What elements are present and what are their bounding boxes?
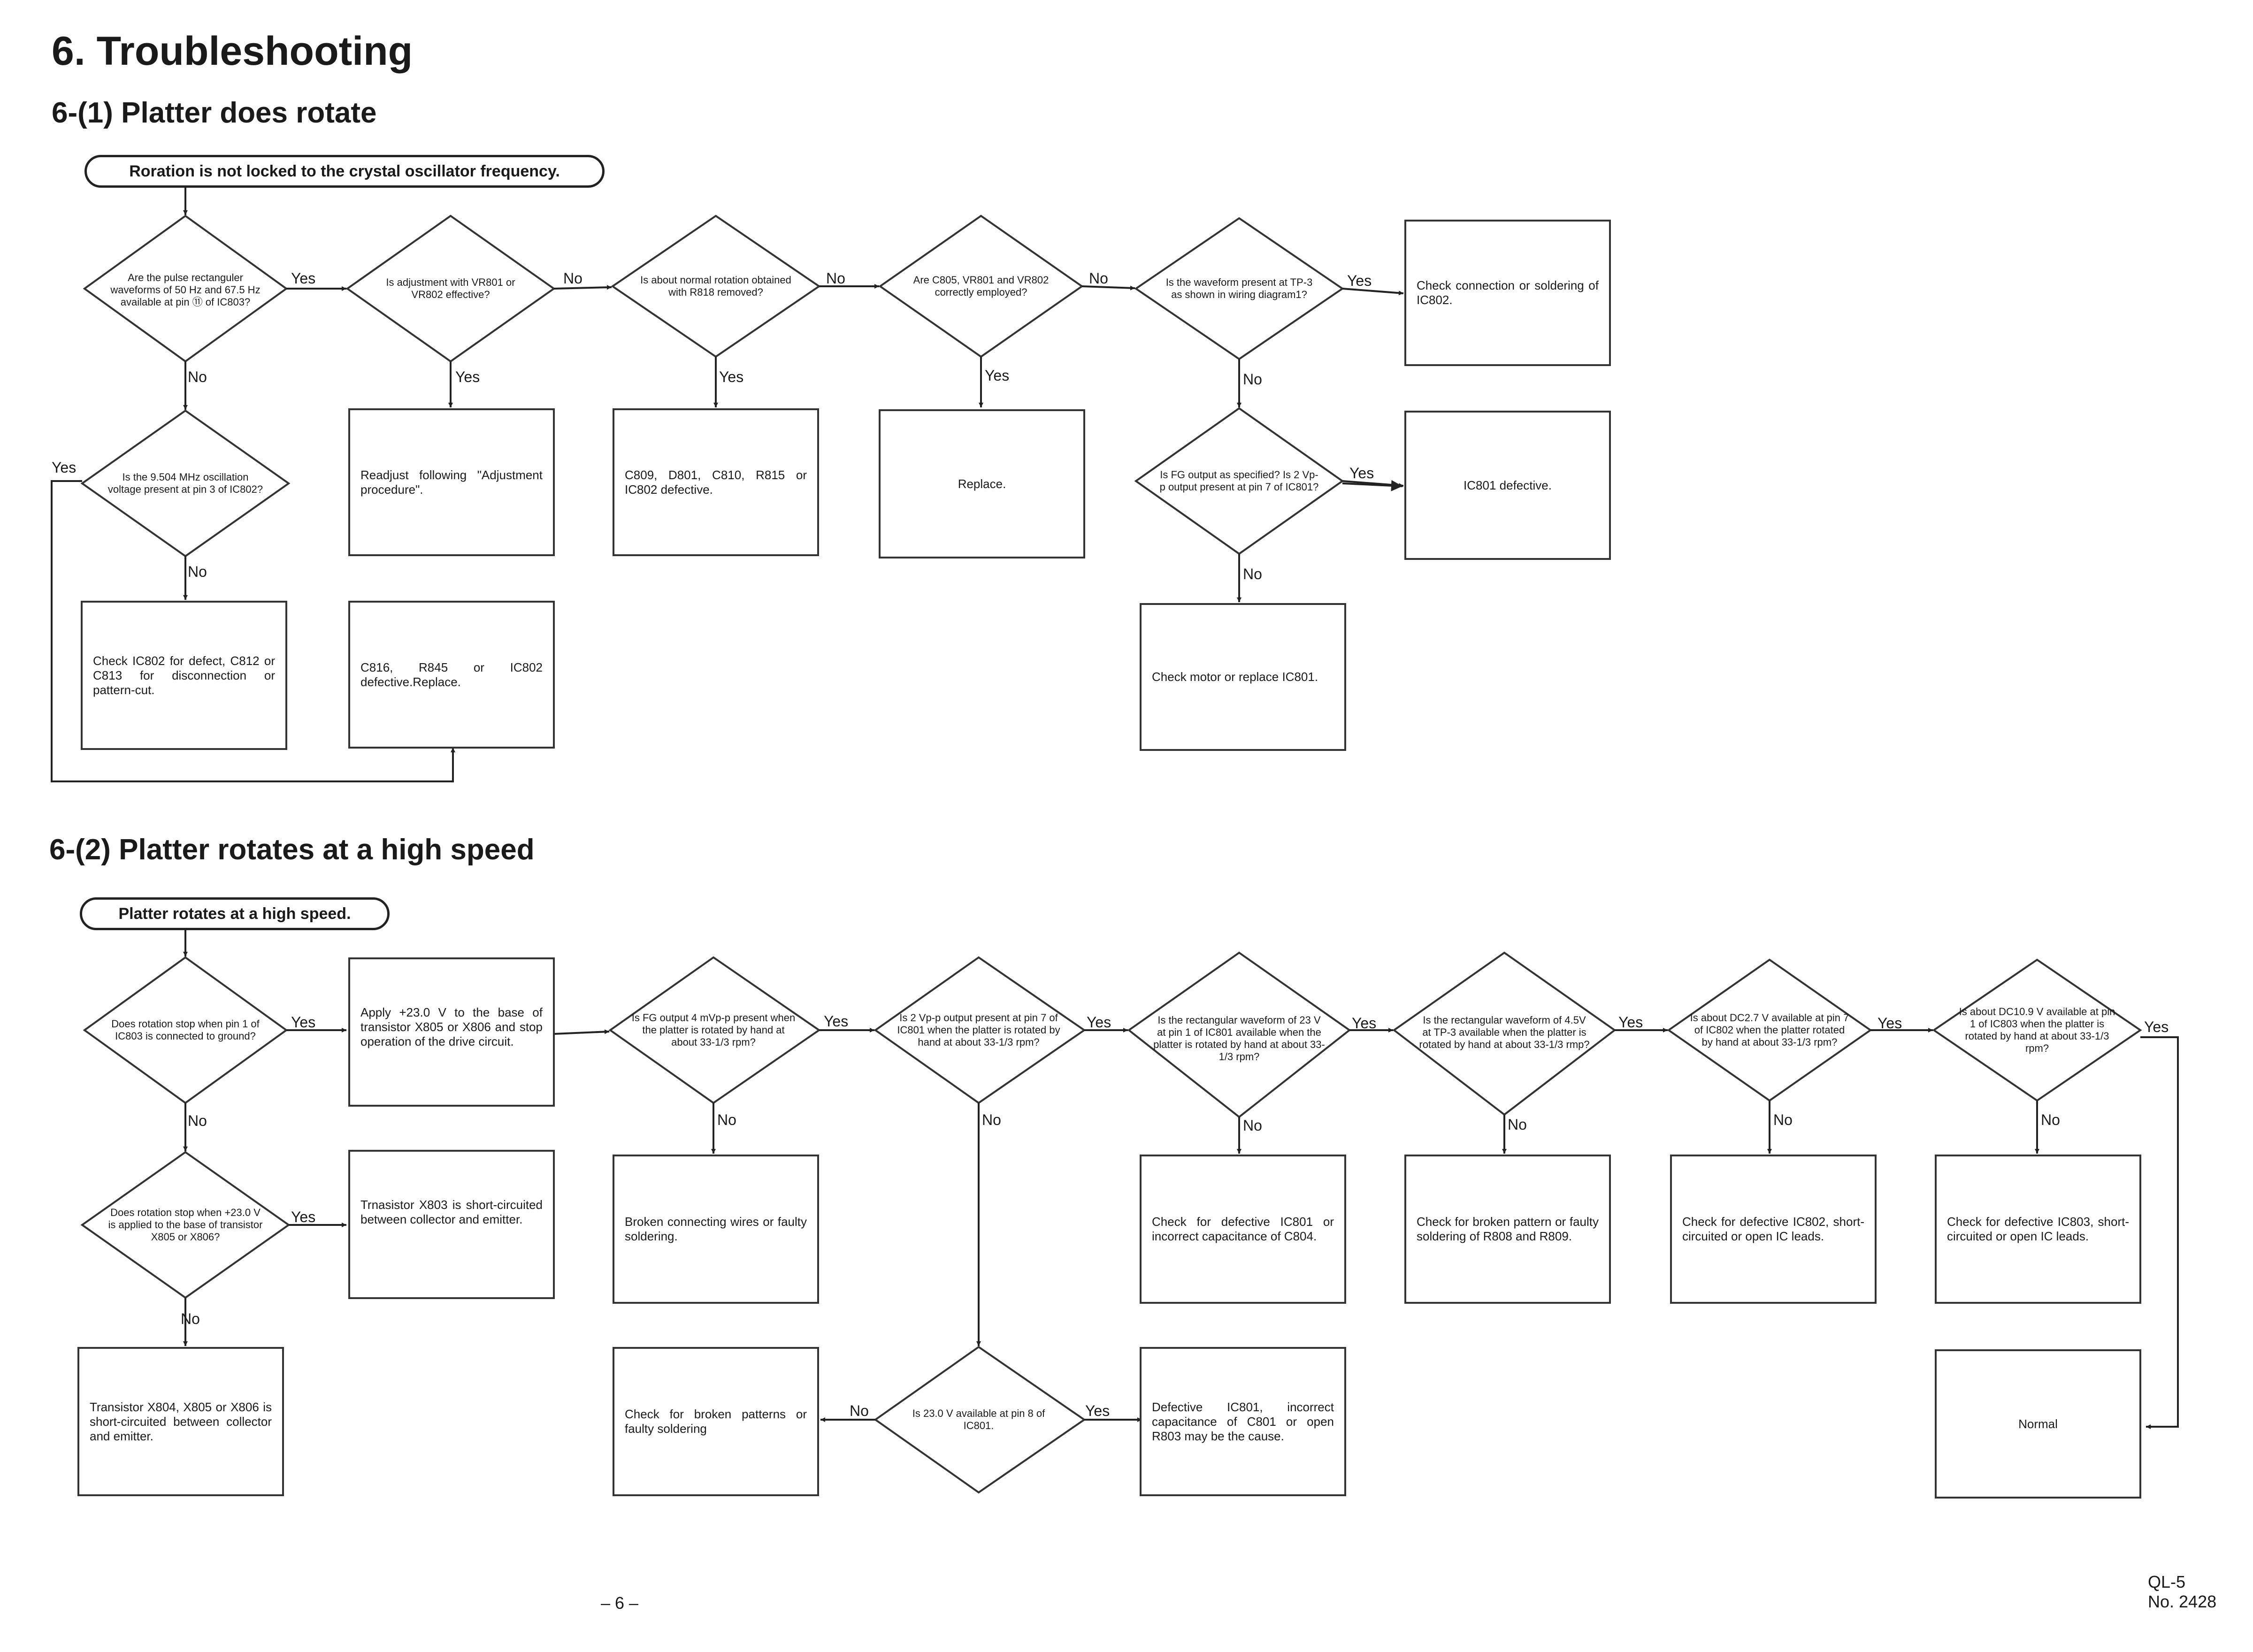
s2-box-x803-short: Trnasistor X803 is short-circuited betwe… xyxy=(348,1150,555,1299)
s2-label-yes-3: Yes xyxy=(1087,1014,1111,1031)
s2-decision-5-text: Is the rectangular waveform of 4.5V at T… xyxy=(1419,1014,1590,1050)
s2-label-yes-2: Yes xyxy=(824,1013,849,1030)
s2-box-check-ic801: Check for defective IC801 or incorrect c… xyxy=(1140,1155,1346,1304)
s2-decision-6-text: Is about DC2.7 V available at pin 7 of I… xyxy=(1690,1012,1849,1048)
s2-decision-8-text: Does rotation stop when +23.0 V is appli… xyxy=(108,1207,263,1243)
s2-label-no-4: No xyxy=(1243,1117,1262,1134)
s2-label-yes-6: Yes xyxy=(1878,1015,1902,1032)
s1-box-ic801-defective: IC801 defective. xyxy=(1404,411,1611,560)
s2-box-check-ic802: Check for defective IC802, short-circuit… xyxy=(1670,1155,1877,1304)
section-2-title: 6-(2) Platter rotates at a high speed xyxy=(49,834,535,866)
s2-label-no-2: No xyxy=(717,1111,736,1128)
model-name: QL-5 xyxy=(2148,1572,2186,1591)
s1-decision-5-text: Is the waveform present at TP-3 as shown… xyxy=(1165,276,1313,300)
s2-decision-3-text: Is 2 Vp-p output present at pin 7 of IC8… xyxy=(897,1012,1060,1048)
s1-box-c809-defective: C809, D801, C810, R815 or IC802 defectiv… xyxy=(613,408,819,556)
s1-box-check-connection: Check connection or soldering of IC802. xyxy=(1404,220,1611,366)
s1-label-yes-3: Yes xyxy=(455,368,480,385)
s2-label-no-8: No xyxy=(181,1310,200,1327)
s2-decision-2-text: Is FG output 4 mVp-p present when the pl… xyxy=(631,1012,796,1048)
s1-label-no-2: No xyxy=(826,270,845,287)
s1-decision-7-text: Is FG output as specified? Is 2 Vp-p out… xyxy=(1159,469,1319,493)
section-1-title: 6-(1) Platter does rotate xyxy=(52,97,377,129)
s2-decision-9-text: Is 23.0 V available at pin 8 of IC801. xyxy=(912,1407,1045,1431)
s1-decision-1-text: Are the pulse rectanguler waveforms of 5… xyxy=(110,271,261,308)
s2-label-yes-9: Yes xyxy=(1085,1402,1110,1419)
s1-box-check-ic802: Check IC802 for defect, C812 or C813 for… xyxy=(81,601,287,750)
s1-box-check-motor: Check motor or replace IC801. xyxy=(1140,603,1346,751)
s1-label-no-5: No xyxy=(1243,371,1262,388)
s1-label-yes-2: Yes xyxy=(1347,272,1372,289)
decision-diamonds xyxy=(80,214,2142,1494)
s2-box-defective-ic801: Defective IC801, incorrect capacitance o… xyxy=(1140,1347,1346,1496)
s2-diamond-9 xyxy=(874,1346,1086,1494)
s1-label-no-6: No xyxy=(188,563,207,580)
model-number: QL-5 No. 2428 xyxy=(2148,1572,2216,1612)
page-title: 6. Troubleshooting xyxy=(52,29,413,74)
s1-label-no-7: No xyxy=(1243,566,1262,582)
s2-box-broken-wires: Broken connecting wires or faulty solder… xyxy=(613,1155,819,1304)
s1-label-yes-6: Yes xyxy=(52,459,77,476)
s2-label-no-7: No xyxy=(2041,1111,2060,1128)
s1-box-c816-defective: C816, R845 or IC802 defective.Replace. xyxy=(348,601,555,749)
s2-box-x804-short: Transistor X804, X805 or X806 is short-c… xyxy=(77,1347,284,1496)
s1-decision-6-text: Is the 9.504 MHz oscillation voltage pre… xyxy=(107,471,263,495)
s2-label-yes-4: Yes xyxy=(1352,1015,1377,1032)
s1-label-no-1: No xyxy=(563,270,582,287)
page-number: – 6 – xyxy=(601,1593,639,1613)
s1-decision-3-text: Is about normal rotation obtained with R… xyxy=(640,274,791,298)
s2-label-no-5: No xyxy=(1508,1116,1527,1133)
s1-start-terminal: Roration is not locked to the crystal os… xyxy=(84,155,605,188)
s2-label-no-9: No xyxy=(850,1402,869,1419)
s1-label-yes-7: Yes xyxy=(1349,465,1374,482)
s2-decision-4-text: Is the rectangular waveform of 23 V at p… xyxy=(1153,1014,1325,1063)
s2-box-check-ic803: Check for defective IC803, short-circuit… xyxy=(1935,1155,2141,1304)
s2-box-broken-pattern: Check for broken pattern or faulty solde… xyxy=(1404,1155,1611,1304)
s2-start-terminal: Platter rotates at a high speed. xyxy=(80,897,390,930)
s2-label-yes-7: Yes xyxy=(2144,1018,2169,1035)
s1-label-yes-1: Yes xyxy=(291,270,316,287)
s2-label-no-3: No xyxy=(982,1111,1001,1128)
s1-decision-2-text: Is adjustment with VR801 or VR802 effect… xyxy=(386,276,515,300)
s2-decision-1-text: Does rotation stop when pin 1 of IC803 i… xyxy=(111,1018,260,1042)
s2-label-yes-8: Yes xyxy=(291,1208,316,1225)
s1-label-no-3: No xyxy=(1089,270,1108,287)
s1-box-replace: Replace. xyxy=(879,409,1085,558)
s2-label-yes-5: Yes xyxy=(1618,1014,1643,1031)
s1-label-yes-5: Yes xyxy=(985,367,1010,384)
s2-label-yes-1: Yes xyxy=(291,1014,316,1031)
document-number: No. 2428 xyxy=(2148,1592,2217,1611)
s1-box-readjust: Readjust following "Adjustment procedure… xyxy=(348,408,555,556)
s1-decision-4-text: Are C805, VR801 and VR802 correctly empl… xyxy=(913,274,1049,298)
s1-label-no-4: No xyxy=(188,368,207,385)
s2-box-normal: Normal xyxy=(1935,1349,2141,1499)
s1-label-yes-4: Yes xyxy=(719,368,744,385)
s2-label-no-6: No xyxy=(1773,1111,1793,1128)
s2-label-no-1: No xyxy=(188,1112,207,1129)
s2-box-apply-23v: Apply +23.0 V to the base of transistor … xyxy=(348,957,555,1107)
s2-decision-7-text: Is about DC10.9 V available at pin 1 of … xyxy=(1959,1006,2115,1054)
s2-box-broken-patterns: Check for broken patterns or faulty sold… xyxy=(613,1347,819,1496)
